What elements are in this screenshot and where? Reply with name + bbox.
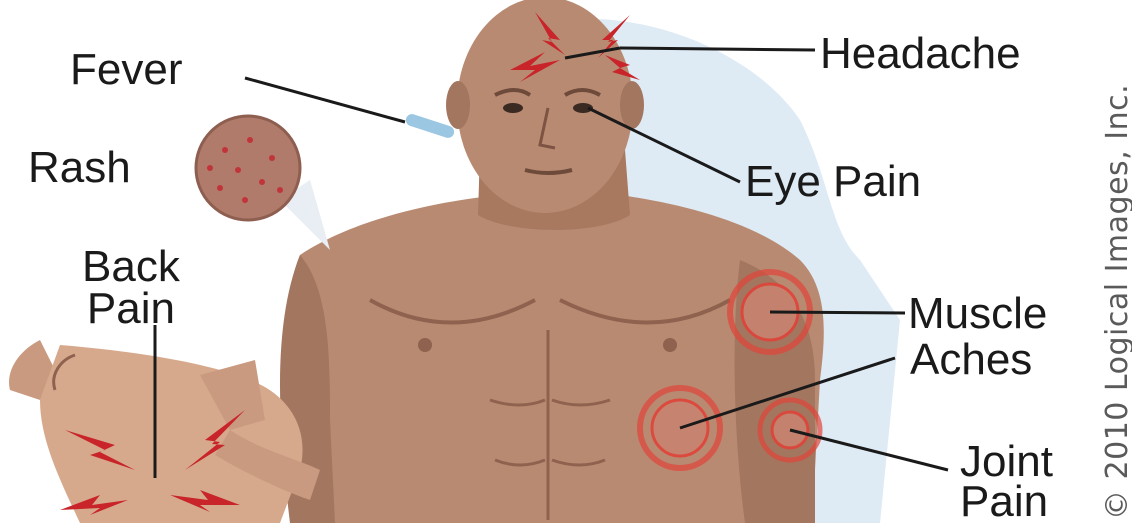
back-pain-figure: [9, 340, 320, 523]
nipple-left: [418, 338, 432, 352]
aches-label: Aches: [910, 338, 1032, 382]
copyright-text: © 2010 Logical Images, Inc.: [1100, 84, 1132, 520]
head: [457, 0, 633, 213]
fever-line: [245, 78, 405, 122]
back-pain-line-1: Back: [82, 246, 180, 288]
back-pain-line-2: Pain: [82, 288, 180, 330]
headache-line: [620, 48, 815, 50]
eye-left: [503, 103, 523, 113]
nipple-right: [663, 338, 677, 352]
ear-right: [620, 81, 644, 129]
back-pain-label: Back Pain: [82, 246, 180, 330]
joint-pain-label: Pain: [960, 480, 1048, 523]
eye-pain-label: Eye Pain: [745, 160, 921, 204]
headache-label: Headache: [820, 32, 1021, 76]
muscle-aches-line-upper: [770, 312, 905, 313]
rash-label: Rash: [28, 146, 131, 190]
fever-label: Fever: [70, 48, 182, 92]
ear-left: [446, 81, 470, 129]
muscle-label: Muscle: [908, 292, 1047, 336]
